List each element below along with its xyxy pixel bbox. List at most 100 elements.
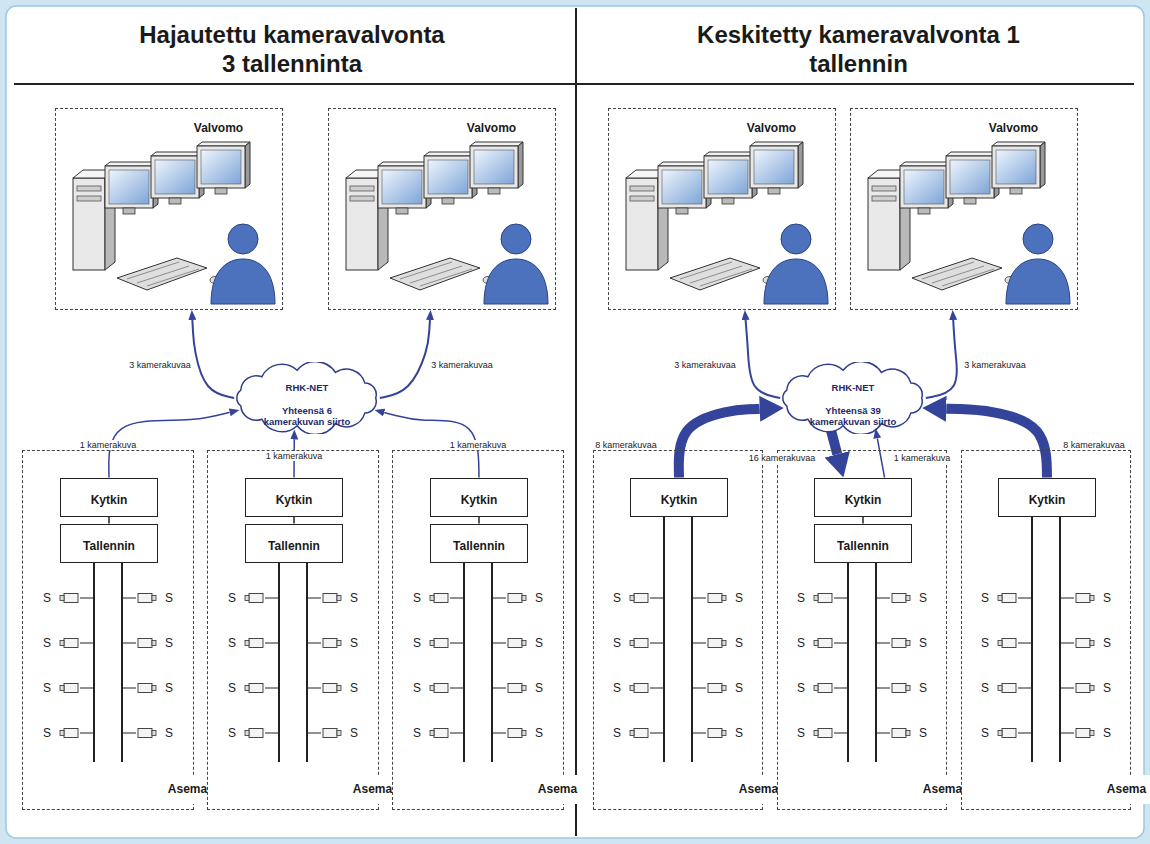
station-box: KytkinAsema xyxy=(961,450,1131,810)
camera-lens xyxy=(152,596,156,601)
camera-lens xyxy=(522,686,526,691)
camera-label: S xyxy=(43,682,51,694)
camera-stub xyxy=(1018,598,1032,599)
cloud-shape xyxy=(237,362,376,434)
stream-label: 3 kamerakuvaa xyxy=(672,360,738,370)
camera-stub xyxy=(834,733,848,734)
camera-stub xyxy=(80,688,94,689)
node-label: Kytkin xyxy=(815,486,911,515)
camera-lens xyxy=(722,731,726,736)
camera-body xyxy=(64,684,78,693)
camera-lens xyxy=(60,641,64,646)
camera-lens xyxy=(814,596,818,601)
node-label: Tallennin xyxy=(246,532,342,561)
device-box: Kytkin xyxy=(60,478,158,517)
camera-label: S xyxy=(413,592,421,604)
node-label: Kytkin xyxy=(431,486,527,515)
camera-group xyxy=(60,517,1094,763)
camera-label: S xyxy=(735,637,743,649)
link-line xyxy=(478,517,480,524)
camera-lens xyxy=(245,641,249,646)
device-box: Kytkin xyxy=(630,478,728,517)
camera-body xyxy=(508,684,522,693)
camera-label: S xyxy=(43,592,51,604)
camera-bus xyxy=(121,563,123,763)
camera-body xyxy=(1076,594,1090,603)
camera-lens xyxy=(630,686,634,691)
camera-lens xyxy=(60,596,64,601)
camera-lens xyxy=(814,731,818,736)
camera-body xyxy=(249,684,263,693)
camera-stub xyxy=(307,643,321,644)
camera-lens xyxy=(522,596,526,601)
camera-stub xyxy=(307,733,321,734)
camera-body xyxy=(634,729,648,738)
camera-lens xyxy=(722,686,726,691)
camera-stub xyxy=(834,598,848,599)
stream-label: 1 kamerakuva xyxy=(264,451,325,461)
camera-bus xyxy=(491,563,493,763)
camera-stub xyxy=(122,688,136,689)
camera-label: S xyxy=(919,592,927,604)
camera-stub xyxy=(876,733,890,734)
camera-body xyxy=(1002,684,1016,693)
heading-rule xyxy=(14,83,1134,85)
camera-stub xyxy=(492,688,506,689)
camera-bus xyxy=(306,563,308,763)
camera-lens xyxy=(522,731,526,736)
camera-stub xyxy=(692,643,706,644)
camera-lens xyxy=(152,641,156,646)
camera-stub xyxy=(492,733,506,734)
stream-label: 8 kamerakuvaa xyxy=(593,440,659,450)
camera-stub xyxy=(122,733,136,734)
camera-body xyxy=(434,684,448,693)
camera-label: S xyxy=(919,682,927,694)
camera-lens xyxy=(337,641,341,646)
camera-stub xyxy=(265,733,279,734)
camera-label: S xyxy=(43,727,51,739)
stream-label: 8 kamerakuvaa xyxy=(1061,440,1127,450)
camera-body xyxy=(708,639,722,648)
camera-body xyxy=(249,639,263,648)
camera-lens xyxy=(630,641,634,646)
stream-arrow xyxy=(877,438,884,477)
link-line xyxy=(862,517,864,524)
device-box: Kytkin xyxy=(430,478,528,517)
node-label: Valvomo xyxy=(329,114,654,143)
device-box: Tallennin xyxy=(430,524,528,563)
camera-stub xyxy=(1060,733,1074,734)
camera-lens xyxy=(630,731,634,736)
camera-label: S xyxy=(228,592,236,604)
network-cloud: RHK-NETYhteensä 6 kamerakuvan siirto xyxy=(230,362,384,434)
station-box: KytkinTallenninAsema xyxy=(207,450,379,810)
device-box: Tallennin xyxy=(60,524,158,563)
camera-body xyxy=(508,639,522,648)
camera-body xyxy=(323,594,337,603)
stream-label: 3 kamerakuvaa xyxy=(127,360,193,370)
camera-stub xyxy=(1018,643,1032,644)
camera-stub xyxy=(1018,733,1032,734)
camera-body xyxy=(818,639,832,648)
camera-stub xyxy=(1060,688,1074,689)
control-room: Valvomo xyxy=(608,108,836,310)
camera-body xyxy=(1002,729,1016,738)
workstation-icon xyxy=(868,142,1070,304)
control-room: Valvomo xyxy=(850,108,1078,310)
panel-heading: Keskitetty kameravalvonta 1 tallennin xyxy=(696,20,1021,78)
node-label: Kytkin xyxy=(631,486,727,515)
camera-body xyxy=(708,594,722,603)
camera-label: S xyxy=(165,592,173,604)
camera-body xyxy=(1002,594,1016,603)
camera-stub xyxy=(450,598,464,599)
stream-arrow xyxy=(746,320,781,398)
stream-arrow xyxy=(926,320,957,398)
device-box: Kytkin xyxy=(245,478,343,517)
camera-label: S xyxy=(919,727,927,739)
camera-lens xyxy=(906,641,910,646)
node-label: Tallennin xyxy=(431,532,527,561)
camera-stub xyxy=(80,643,94,644)
stream-label: 1 kamerakuva xyxy=(448,440,509,450)
